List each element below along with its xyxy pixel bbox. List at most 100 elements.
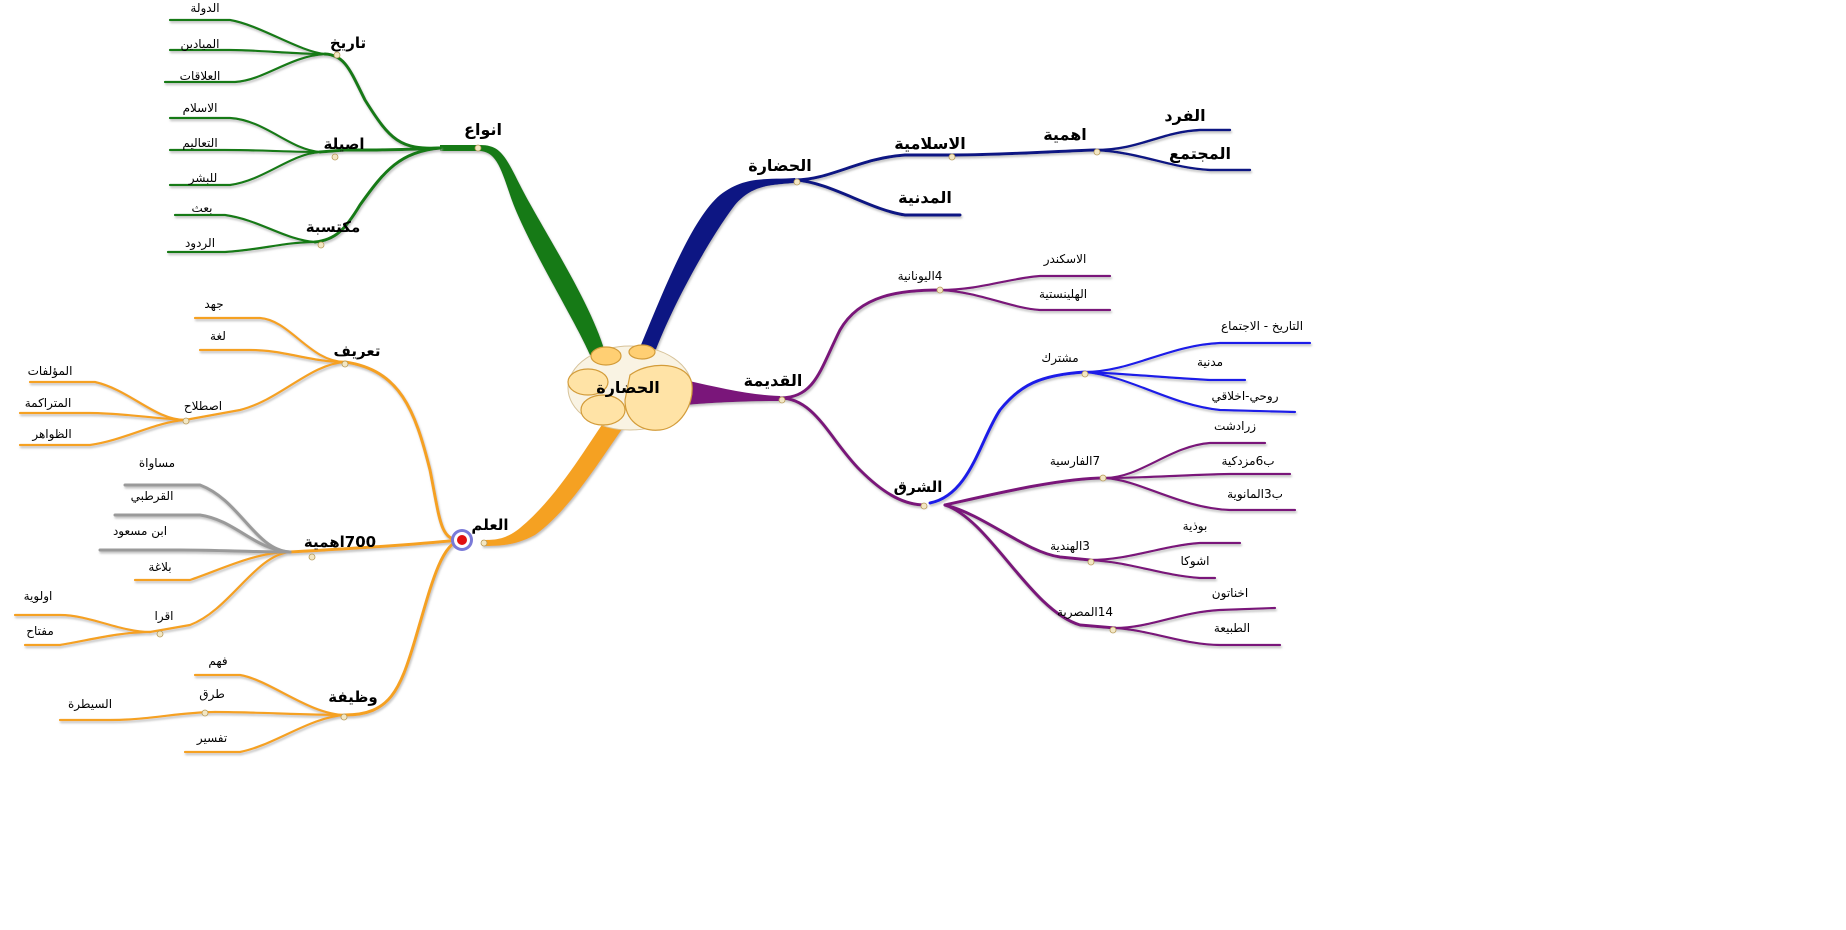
leaf-iqra-2[interactable]: مفتاح bbox=[26, 624, 54, 638]
node-tarikh[interactable]: تاريخ bbox=[329, 34, 367, 52]
node-istilah[interactable]: اصطلاح bbox=[183, 399, 223, 413]
leaf-ahamiya700-3[interactable]: ابن مسعود bbox=[112, 524, 168, 538]
branch-navy-main bbox=[638, 178, 795, 352]
link-asila-3 bbox=[168, 150, 322, 187]
leaf-muktasaba-1[interactable]: بعث bbox=[191, 201, 213, 215]
node-iqra[interactable]: اقرا bbox=[154, 609, 174, 623]
leaf-farsiya-1[interactable]: زرادشت bbox=[1213, 419, 1257, 433]
link-mushtarak-2 bbox=[1083, 370, 1247, 382]
leaf-ahamiya700-1[interactable]: مساواة bbox=[138, 456, 176, 470]
purple-branch-links bbox=[778, 274, 1297, 647]
node-sharq[interactable]: الشرق bbox=[893, 478, 943, 496]
node-muktasaba[interactable]: مكتسبة bbox=[305, 218, 361, 236]
leaf-farsiya-2[interactable]: ب6مزدكية bbox=[1221, 454, 1275, 468]
leaf-taarif-2[interactable]: لغة bbox=[210, 329, 226, 343]
paw-print-icon[interactable] bbox=[567, 344, 693, 431]
link-farsiya-2 bbox=[1103, 472, 1292, 480]
leaf-yunaniya-1[interactable]: الاسكندر bbox=[1043, 252, 1087, 266]
leaf-wadhifa-3[interactable]: تفسير bbox=[196, 731, 228, 745]
leaf-istilah-3[interactable]: الظواهر bbox=[32, 427, 72, 441]
leaf-iqra-1[interactable]: اولوية bbox=[23, 589, 53, 603]
node-farsiya[interactable]: 7الفارسية bbox=[1049, 454, 1101, 468]
node-ilm[interactable]: العلم bbox=[471, 516, 509, 534]
link-hindiya-2 bbox=[1088, 558, 1217, 580]
dot-ahamiya bbox=[1093, 148, 1101, 156]
node-hindiya[interactable]: 3الهندية bbox=[1050, 539, 1090, 553]
node-anwaa[interactable]: انواع bbox=[464, 120, 502, 139]
node-madaniya[interactable]: المدنية bbox=[898, 188, 952, 207]
leaf-istilah-2[interactable]: المتراكمة bbox=[24, 396, 72, 410]
main-branches bbox=[440, 145, 795, 546]
node-taarif[interactable]: تعريف bbox=[333, 342, 381, 360]
link-taarif-1 bbox=[193, 316, 347, 364]
leaf-mushtarak-2[interactable]: مدنية bbox=[1196, 355, 1224, 369]
leaf-farsiya-3[interactable]: ب3المانوية bbox=[1227, 487, 1283, 501]
node-ahamiya700[interactable]: 700اهمية bbox=[303, 533, 377, 551]
central-topic-label[interactable]: الحضارة bbox=[596, 378, 660, 397]
link-ahamiya-2 bbox=[113, 513, 292, 554]
node-asila[interactable]: اصيلة bbox=[323, 135, 365, 153]
leaf-hindiya-1[interactable]: بوذية bbox=[1182, 519, 1208, 533]
branch-green-main bbox=[440, 145, 605, 355]
leaf-asila-3[interactable]: للبشر bbox=[188, 171, 218, 185]
link-ilm-ahamiya bbox=[288, 538, 462, 554]
node-qadima[interactable]: القديمة bbox=[743, 371, 803, 390]
leaf-tarikh-1[interactable]: الدولة bbox=[190, 1, 220, 15]
orange-branch-links bbox=[13, 316, 462, 754]
dot-tariq bbox=[201, 709, 209, 717]
link-anwaa-tarikh bbox=[323, 52, 442, 150]
leaf-hindiya-2[interactable]: اشوكا bbox=[1180, 554, 1210, 568]
leaf-ahamiya700-4[interactable]: بلاغة bbox=[148, 560, 172, 574]
dot-hadara bbox=[793, 178, 801, 186]
leaf-wadhifa-1[interactable]: فهم bbox=[208, 654, 228, 668]
leaf-misriya-1[interactable]: اخناتون bbox=[1211, 586, 1249, 600]
leaf-tarikh-2[interactable]: الميادين bbox=[180, 37, 220, 51]
leaf-taarif-1[interactable]: جهد bbox=[204, 297, 224, 311]
leaf-ahamiya-fard[interactable]: الفرد bbox=[1164, 106, 1206, 125]
link-mushtarak-3 bbox=[1083, 370, 1297, 414]
link-mushtarak-1 bbox=[1083, 341, 1312, 374]
leaf-istilah-1[interactable]: المؤلفات bbox=[27, 364, 73, 378]
leaf-ahamiya700-2[interactable]: القرطبي bbox=[130, 489, 174, 503]
link-wadhifa-tariq bbox=[213, 710, 347, 717]
dot-ahamiya700 bbox=[308, 553, 316, 561]
leaf-tarikh-3[interactable]: العلاقات bbox=[179, 69, 221, 83]
link-asila-1 bbox=[168, 116, 322, 154]
link-muktasaba-1 bbox=[173, 213, 317, 244]
link-hindiya-1 bbox=[1088, 541, 1242, 562]
leaf-asila-2[interactable]: التعاليم bbox=[182, 136, 218, 150]
dot-farsiya bbox=[1099, 474, 1107, 482]
link-tarikh-1 bbox=[168, 18, 327, 56]
leaf-asila-1[interactable]: الاسلام bbox=[182, 101, 218, 115]
link-wadhifa-1 bbox=[193, 673, 347, 717]
blue-branch-links bbox=[928, 341, 1312, 505]
node-dots bbox=[156, 51, 1117, 721]
leaf-mushtarak-1[interactable]: التاريخ - الاجتماع bbox=[1220, 319, 1304, 333]
link-yunaniya-1 bbox=[938, 274, 1112, 292]
node-yunaniya[interactable]: 4اليونانية bbox=[897, 269, 943, 283]
link-ahamiya-mujtama bbox=[1093, 148, 1252, 172]
node-ahamiya[interactable]: اهمية bbox=[1043, 125, 1087, 144]
leaf-mushtarak-3[interactable]: روحي-اخلاقي bbox=[1211, 389, 1279, 403]
green-branch-links bbox=[163, 18, 442, 254]
node-mushtarak[interactable]: مشترك bbox=[1041, 351, 1079, 365]
node-hadara[interactable]: الحضارة bbox=[748, 156, 812, 175]
leaf-ahamiya-mujtama[interactable]: المجتمع bbox=[1169, 144, 1231, 163]
link-hadara-islamiya bbox=[793, 153, 957, 182]
link-tariq-1 bbox=[58, 710, 217, 722]
node-wadhifa[interactable]: وظيفة bbox=[328, 688, 378, 706]
leaf-tariq-1[interactable]: السيطرة bbox=[67, 697, 113, 711]
leaf-muktasaba-2[interactable]: الردود bbox=[184, 236, 216, 250]
link-wadhifa-3 bbox=[183, 713, 347, 754]
node-misriya[interactable]: 14المصرية bbox=[1056, 605, 1114, 619]
dot-tarikh bbox=[333, 51, 341, 59]
dot-sharq bbox=[920, 502, 928, 510]
leaf-misriya-2[interactable]: الطبيعة bbox=[1213, 621, 1251, 635]
branch-orange-main bbox=[482, 418, 625, 546]
dot-asila bbox=[331, 153, 339, 161]
leaf-yunaniya-2[interactable]: الهلينستية bbox=[1038, 287, 1088, 301]
node-islamiya[interactable]: الاسلامية bbox=[894, 134, 966, 153]
gray-branch-links bbox=[98, 483, 292, 554]
leaf-wadhifa-2[interactable]: طرق bbox=[199, 687, 225, 701]
